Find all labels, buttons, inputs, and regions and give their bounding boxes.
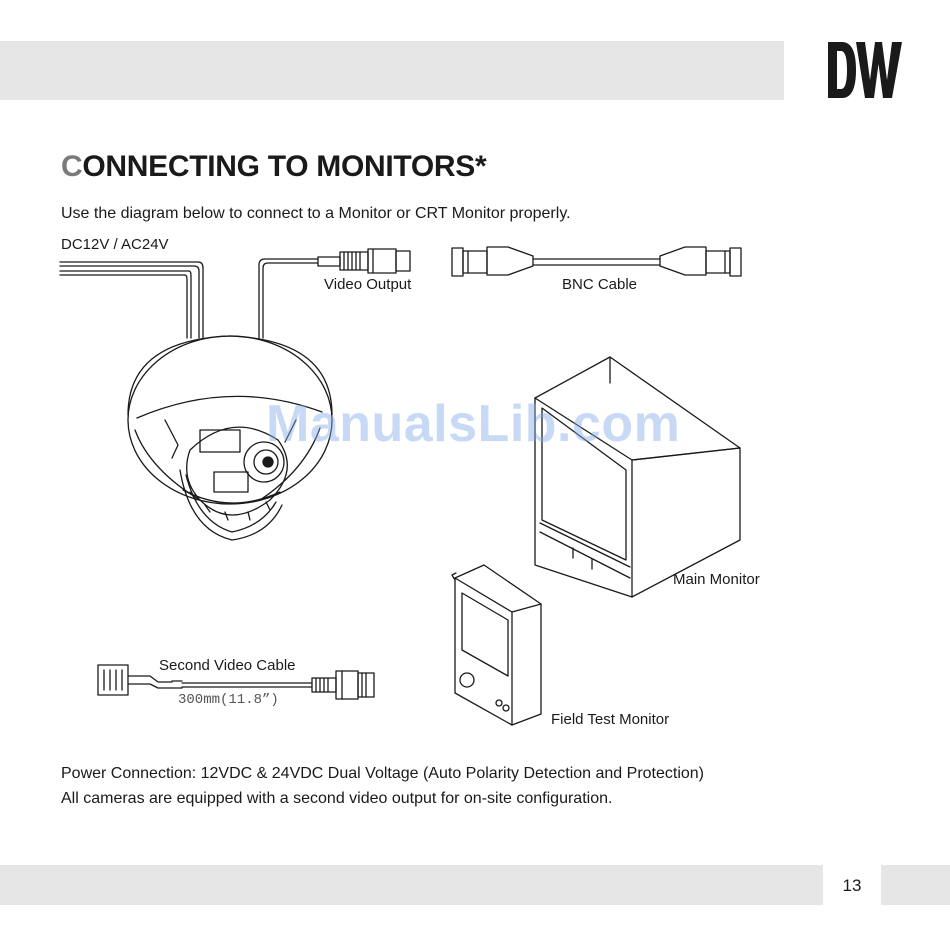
power-note: Power Connection: 12VDC & 24VDC Dual Vol…	[61, 765, 705, 782]
intro-text: Use the diagram below to connect to a Mo…	[61, 205, 571, 222]
page-number: 13	[842, 876, 862, 895]
bnc-cable-label: BNC Cable	[562, 276, 638, 293]
page-title: CONNECTING TO MONITORS*	[61, 150, 487, 184]
main-monitor-label: Main Monitor	[673, 571, 760, 588]
second-cable-label: Second Video Cable	[159, 657, 296, 674]
dw-logo	[828, 42, 902, 98]
second-cable-length: 300mm(11.8”)	[178, 692, 279, 708]
bnc-cable	[451, 246, 742, 277]
main-monitor	[534, 356, 741, 598]
title-rest: ONNECTING TO MONITORS*	[82, 150, 487, 183]
page-number-box	[823, 865, 881, 905]
dome-camera	[127, 335, 333, 541]
title-first-letter: C	[61, 150, 83, 183]
power-label: DC12V / AC24V	[61, 236, 169, 253]
field-monitor-label: Field Test Monitor	[551, 711, 670, 728]
video-output-label: Video Output	[324, 276, 412, 293]
header-band	[0, 41, 784, 100]
field-test-monitor	[451, 564, 542, 726]
connection-diagram	[59, 246, 742, 726]
watermark-text: ManualsLib.com	[266, 395, 681, 453]
video-output-cable	[258, 248, 411, 339]
second-output-note: All cameras are equipped with a second v…	[61, 790, 613, 807]
second-video-cable	[97, 664, 375, 700]
footer-band	[0, 865, 950, 905]
power-cable	[59, 261, 204, 339]
